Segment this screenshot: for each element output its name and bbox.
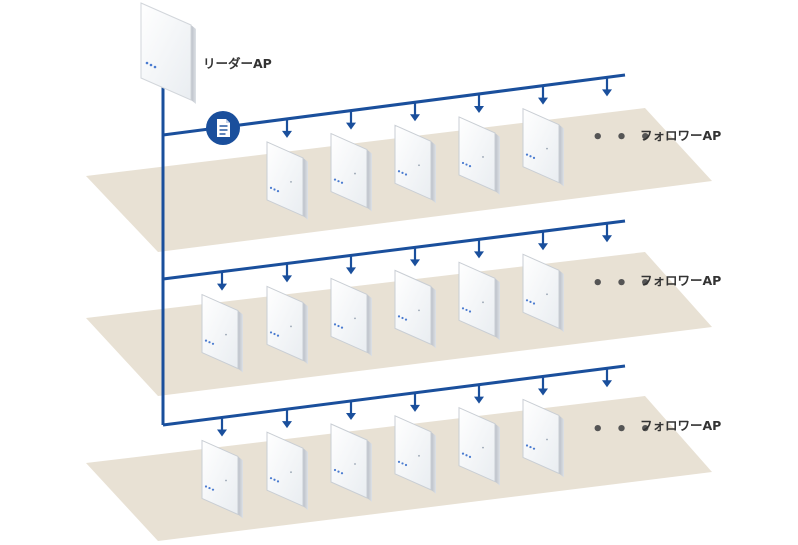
leader-ap — [140, 2, 196, 104]
document-icon — [206, 111, 240, 145]
follower-ap-label-3: フォロワーAP — [640, 418, 722, 433]
follower-ap-label-2: フォロワーAP — [640, 273, 722, 288]
more-aps-ellipsis-2: • • • — [592, 273, 655, 294]
follower-aps — [201, 107, 564, 519]
follower-ap-device — [330, 132, 372, 212]
down-arrow-icon — [538, 85, 548, 105]
down-arrow-icon — [346, 110, 356, 130]
down-arrow-icon — [410, 247, 420, 267]
down-arrow-icon — [410, 102, 420, 122]
down-arrow-icon — [346, 255, 356, 275]
down-arrow-icon — [602, 77, 612, 97]
down-arrow-icon — [346, 400, 356, 420]
more-aps-ellipsis-3: • • • — [592, 419, 655, 440]
down-arrow-icon — [474, 93, 484, 113]
down-arrow-icon — [602, 223, 612, 243]
bus-line-2 — [162, 219, 626, 281]
follower-ap-device — [330, 423, 372, 502]
down-arrow-icon — [282, 263, 292, 283]
follower-ap-device — [522, 107, 564, 187]
down-arrow-icon — [217, 417, 227, 437]
follower-ap-device — [394, 124, 436, 204]
down-arrow-icon — [474, 239, 484, 259]
follower-ap-device — [458, 261, 500, 341]
down-arrow-icon — [282, 409, 292, 429]
follower-ap-label-1: フォロワーAP — [640, 128, 722, 143]
follower-ap-device — [201, 293, 243, 373]
follower-ap-device — [266, 285, 308, 365]
down-arrow-icon — [538, 376, 548, 396]
follower-ap-device — [522, 398, 564, 478]
more-aps-ellipsis-1: • • • — [592, 127, 655, 148]
down-arrow-icon — [474, 384, 484, 404]
down-arrow-icon — [602, 368, 612, 388]
follower-ap-device — [522, 253, 564, 333]
follower-ap-device — [394, 415, 436, 494]
bus-line-1 — [162, 73, 626, 137]
drop-arrows — [217, 77, 612, 437]
bus-lines — [162, 73, 626, 427]
down-arrow-icon — [538, 231, 548, 251]
follower-ap-device — [458, 116, 500, 195]
follower-ap-device — [266, 431, 308, 511]
bus-line-3 — [162, 364, 626, 427]
down-arrow-icon — [282, 118, 292, 138]
down-arrow-icon — [410, 392, 420, 412]
leader-ap-label: リーダーAP — [203, 56, 272, 71]
down-arrow-icon — [217, 271, 227, 291]
follower-ap-device — [266, 141, 308, 220]
follower-ap-device — [330, 277, 372, 357]
follower-ap-device — [201, 439, 243, 519]
follower-ap-device — [458, 406, 500, 486]
follower-ap-device — [394, 269, 436, 349]
